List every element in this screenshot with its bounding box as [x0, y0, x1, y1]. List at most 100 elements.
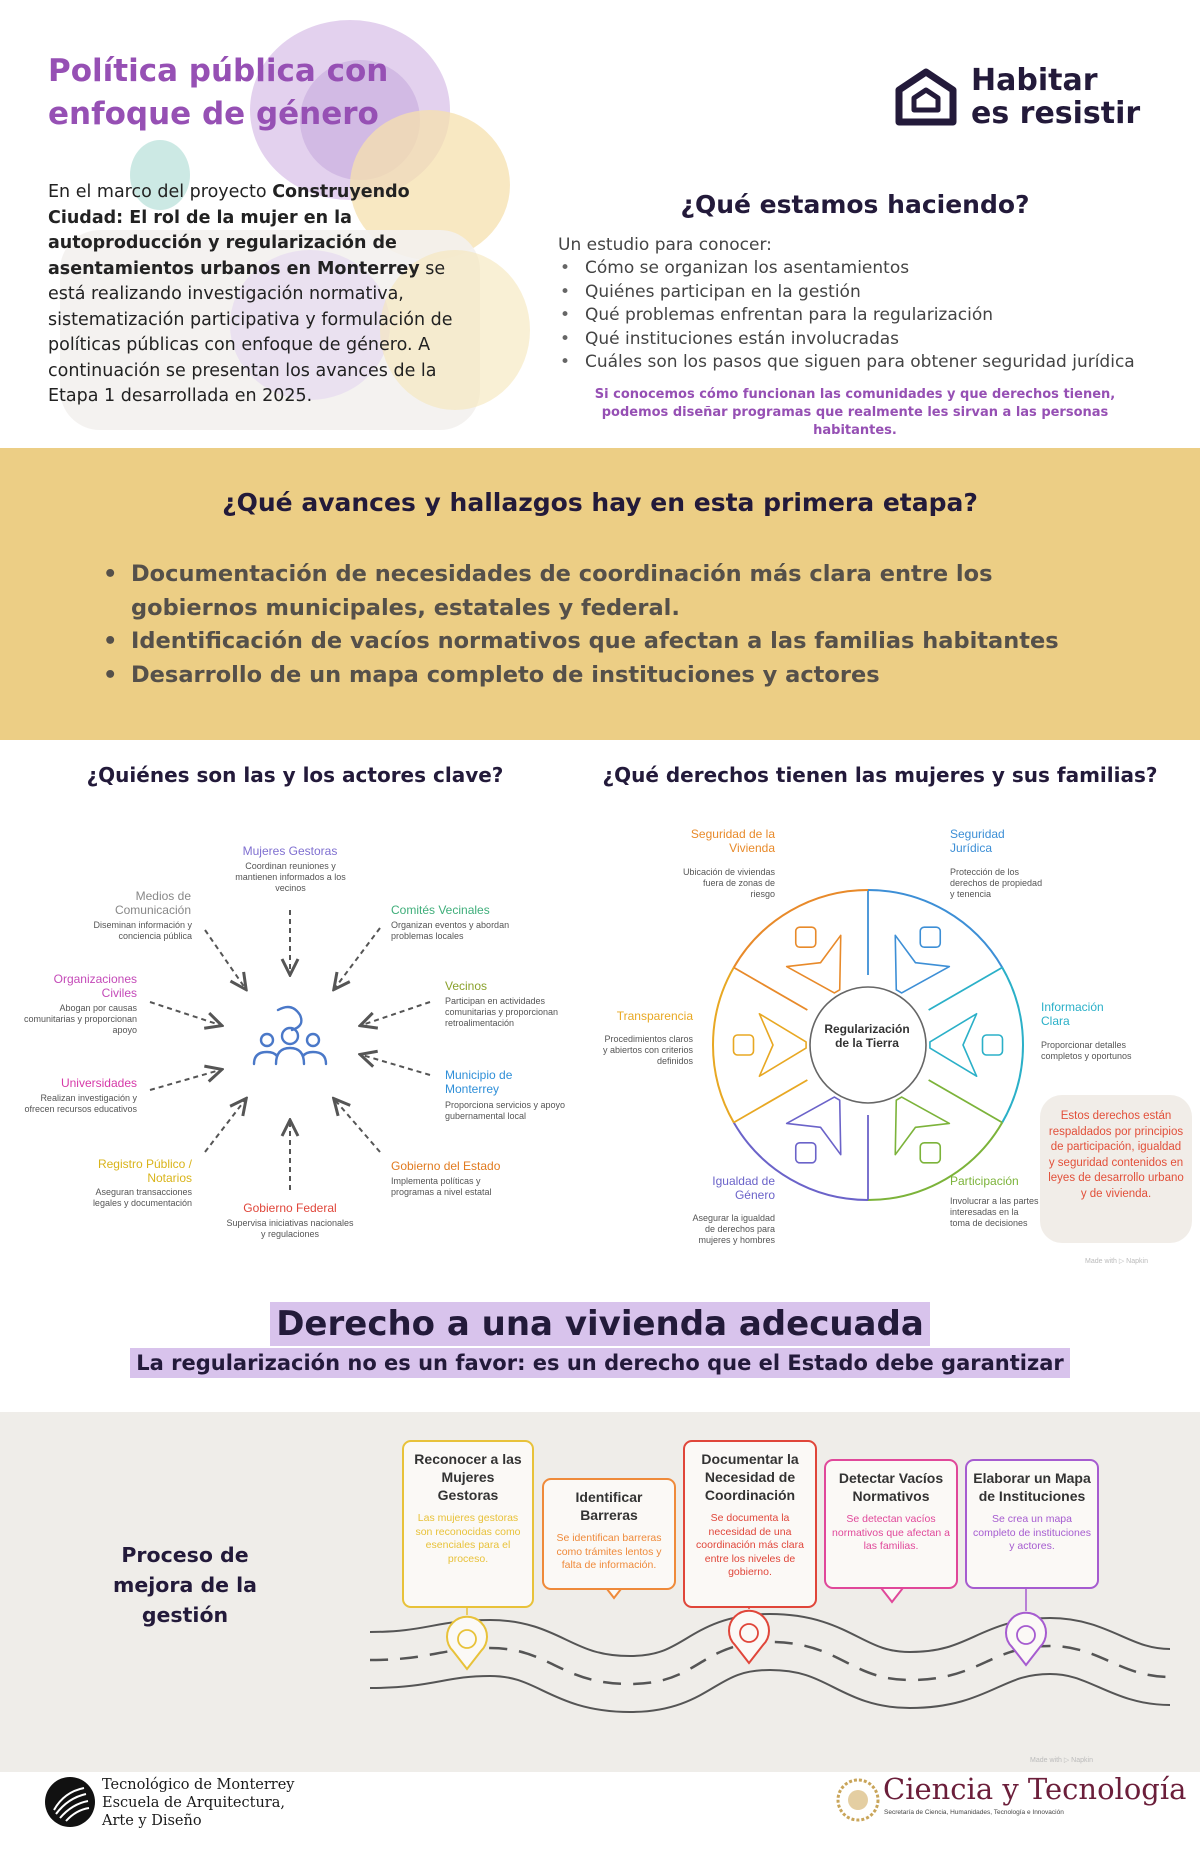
list-item: Documentación de necesidades de coordina… [100, 558, 1100, 625]
actors-title: ¿Quiénes son las y los actores clave? [86, 763, 504, 787]
housing-title: Derecho a una vivienda adecuada [0, 1302, 1200, 1346]
list-item: Cuáles son los pasos que siguen para obt… [558, 351, 1135, 375]
right-segment-arc [1001, 967, 1024, 1123]
made-with-credit: Made with ▷ Napkin [1085, 1258, 1148, 1265]
right-segment-arc [712, 967, 735, 1123]
actor-label: Comités Vecinales [391, 903, 490, 917]
rights-title: ¿Qué derechos tienen las mujeres y sus f… [602, 763, 1158, 787]
ciencia-tecnologia-subtitle: Secretaría de Ciencia, Humanidades, Tecn… [884, 1809, 1064, 1816]
right-desc: Protección de los derechos de propiedad … [950, 867, 1043, 899]
right-desc: Ubicación de viviendas fuera de zonas de… [682, 867, 775, 899]
right-arrow [785, 1096, 842, 1156]
intro-paragraph: En el marco del proyecto Construyendo Ci… [48, 182, 453, 406]
people-group-icon [252, 1005, 328, 1066]
list-item: Desarrollo de un mapa completo de instit… [100, 659, 1100, 693]
actor-desc: Implementa políticas y programas a nivel… [391, 1176, 492, 1197]
right-label: Seguridad de la Vivienda [690, 827, 775, 855]
actor-desc: Diseminan información y conciencia públi… [93, 920, 192, 941]
actor-label: Organizaciones Civiles [53, 972, 137, 1000]
rights-note: Estos derechos están respaldados por pri… [1040, 1095, 1192, 1243]
participation-icon [919, 1142, 942, 1164]
list-item: Cómo se organizan los asentamientos [558, 257, 1135, 281]
right-arrow [785, 934, 842, 994]
shield-house-icon [919, 926, 942, 948]
process-section: Proceso de mejora de la gestión Made wit… [0, 1412, 1200, 1772]
actor-desc: Abogan por causas comunitarias y proporc… [23, 1003, 137, 1035]
right-label: Seguridad Jurídica [950, 827, 1005, 855]
process-step-card: Documentar la Necesidad de Coordinación … [683, 1440, 817, 1608]
made-with-credit: Made with ▷ Napkin [1030, 1757, 1093, 1764]
right-label: Igualdad de Género [712, 1174, 775, 1202]
decorative-blob [230, 250, 390, 400]
actors-diagram [149, 910, 431, 1190]
actor-desc: Supervisa iniciativas nacionales y regul… [226, 1218, 354, 1239]
right-segment-divider [928, 1079, 1003, 1124]
actor-arrow [335, 1100, 381, 1153]
window-icon [732, 1034, 755, 1056]
process-title: Proceso de mejora de la gestión [112, 1543, 258, 1627]
actor-label: Mujeres Gestoras [242, 844, 338, 858]
decorative-blob [130, 140, 190, 210]
advances-section: ¿Qué avances y hallazgos hay en esta pri… [0, 448, 1200, 740]
right-label: Participación [950, 1174, 1019, 1188]
actor-label: Universidades [60, 1076, 137, 1090]
header-section: Política pública con enfoque de género E… [0, 0, 1200, 447]
actor-arrow [362, 1055, 431, 1076]
logo-text: Habitar es resistir [971, 63, 1141, 131]
house-icon [895, 68, 957, 126]
right-segment-arc [732, 1121, 869, 1201]
project-name: Construyendo Ciudad: El rol de la mujer … [48, 182, 420, 279]
network-icon [1016, 1625, 1036, 1645]
right-label: Información Clara [1041, 1000, 1104, 1028]
decorative-blob [380, 250, 530, 410]
right-desc: Involucrar a las partes interesadas en l… [950, 1196, 1039, 1228]
actor-label: Vecinos [445, 979, 488, 993]
advances-list: Documentación de necesidades de coordina… [100, 558, 1100, 692]
government-seal-icon [836, 1778, 880, 1822]
house-check-icon [794, 926, 817, 948]
actor-desc: Realizan investigación y ofrecen recurso… [24, 1093, 137, 1114]
right-desc: Procedimientos claros y abiertos con cri… [602, 1034, 693, 1066]
right-arrow [894, 1096, 951, 1156]
habitar-logo: Habitar es resistir [895, 64, 1140, 130]
open-book-icon [981, 1034, 1004, 1056]
actor-label: Medios de Comunicación [114, 889, 191, 917]
actor-arrow [204, 929, 245, 988]
step-pin [728, 1609, 770, 1665]
actor-arrow [149, 1001, 220, 1025]
actor-desc: Participan en actividades comunitarias y… [445, 996, 559, 1028]
actor-arrow [362, 1001, 431, 1025]
rights-center-label: Regularización de la Tierra [824, 1022, 910, 1050]
right-segment-divider [733, 1079, 808, 1124]
actor-desc: Coordinan reuniones y mantienen informad… [235, 861, 346, 893]
list-item: Qué instituciones están involucradas [558, 328, 1135, 352]
right-segment-divider [928, 966, 1003, 1011]
list-item: Quiénes participan en la gestión [558, 281, 1135, 305]
right-arrow [929, 1012, 978, 1078]
actor-arrow [204, 1100, 245, 1153]
process-step-card: Identificar Barreras Se identifican barr… [542, 1478, 676, 1590]
actor-label: Registro Público / Notarios [97, 1157, 192, 1185]
actor-arrow [335, 927, 381, 988]
road-centerline [370, 1640, 1170, 1686]
page-title: Política pública con enfoque de género [48, 53, 389, 132]
what-note: Si conocemos cómo funcionan las comunida… [594, 387, 1116, 438]
gender-equality-icon [794, 1142, 817, 1164]
actor-label: Gobierno Federal [243, 1201, 337, 1215]
right-label: Transparencia [616, 1009, 693, 1023]
people-exchange-icon [457, 1629, 477, 1649]
step-pin [446, 1615, 488, 1671]
list-item: Qué problemas enfrentan para la regulari… [558, 304, 1135, 328]
rights-diagram [712, 889, 1024, 1201]
what-list: Cómo se organizan los asentamientos Quié… [558, 257, 1135, 375]
actor-label: Gobierno del Estado [391, 1159, 501, 1173]
right-segment-arc [732, 889, 869, 969]
process-step-card: Detectar Vacíos Normativos Se detectan v… [824, 1459, 958, 1589]
ciencia-tecnologia-logo: Ciencia y Tecnología [883, 1772, 1187, 1806]
rights-center-circle [809, 986, 927, 1104]
right-segment-divider [733, 966, 808, 1011]
advances-title: ¿Qué avances y hallazgos hay en esta pri… [222, 488, 978, 517]
right-segment-arc [867, 889, 1004, 969]
housing-subtitle: La regularización no es un favor: es un … [0, 1348, 1200, 1378]
list-item: Identificación de vacíos normativos que … [100, 625, 1100, 659]
